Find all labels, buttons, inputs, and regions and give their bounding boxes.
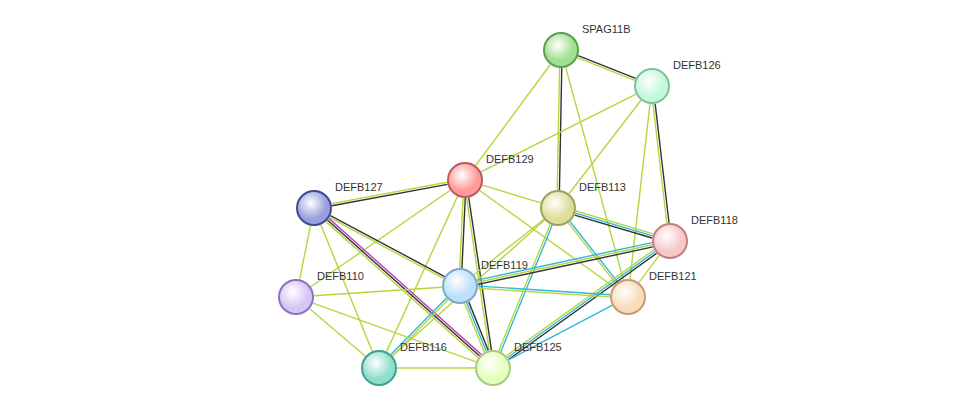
interaction-edge xyxy=(575,211,654,238)
protein-node: DEFB126 xyxy=(634,68,670,104)
node-label: DEFB121 xyxy=(649,270,697,283)
interaction-edge xyxy=(481,94,636,172)
evidence-line xyxy=(478,288,610,297)
node-label: DEFB126 xyxy=(673,59,721,72)
interaction-edge xyxy=(557,68,562,190)
evidence-line xyxy=(568,223,616,284)
interaction-edge xyxy=(568,221,617,283)
node-label: DEFB125 xyxy=(514,341,562,354)
protein-node: DEFB121 xyxy=(610,279,646,315)
protein-node: DEFB127 xyxy=(296,190,332,226)
evidence-line xyxy=(557,68,559,190)
evidence-line xyxy=(478,286,610,295)
evidence-line xyxy=(300,226,311,280)
protein-node: DEFB129 xyxy=(447,162,483,198)
evidence-line xyxy=(465,304,485,353)
evidence-line xyxy=(477,243,652,280)
evidence-line xyxy=(391,298,447,354)
interaction-edge xyxy=(506,250,656,360)
evidence-line xyxy=(575,213,652,236)
protein-node: DEFB110 xyxy=(278,279,314,315)
protein-node: SPAG11B xyxy=(543,32,579,68)
evidence-line xyxy=(578,56,636,79)
protein-node: DEFB119 xyxy=(442,268,478,304)
evidence-line xyxy=(481,94,636,172)
evidence-line xyxy=(509,253,657,359)
interaction-edge xyxy=(509,305,612,359)
interaction-edge xyxy=(326,218,481,357)
evidence-line xyxy=(310,309,366,357)
node-label: DEFB113 xyxy=(579,181,626,194)
evidence-line xyxy=(329,218,481,354)
interaction-edge xyxy=(397,368,475,369)
interaction-edge xyxy=(314,287,442,296)
interaction-edge xyxy=(478,286,610,297)
evidence-line xyxy=(569,100,641,193)
interaction-edge xyxy=(653,104,669,223)
interaction-edge xyxy=(460,198,466,268)
interaction-edge xyxy=(476,64,551,165)
protein-node: DEFB113 xyxy=(540,190,576,226)
node-label: DEFB118 xyxy=(691,214,738,227)
evidence-line xyxy=(392,220,544,356)
interaction-edge xyxy=(465,302,489,352)
evidence-line xyxy=(467,303,487,352)
interaction-edge xyxy=(321,225,372,352)
evidence-line xyxy=(575,215,652,238)
interaction-edge xyxy=(329,216,444,279)
evidence-line xyxy=(506,250,654,356)
evidence-line xyxy=(482,185,541,203)
evidence-line xyxy=(508,251,656,357)
evidence-line xyxy=(330,216,444,277)
evidence-line xyxy=(655,104,669,223)
interaction-edge xyxy=(577,56,635,81)
evidence-line xyxy=(509,305,612,359)
node-label: DEFB116 xyxy=(400,341,447,354)
evidence-line xyxy=(630,104,650,279)
node-label: DEFB119 xyxy=(481,259,528,272)
evidence-line xyxy=(577,58,635,81)
evidence-line xyxy=(478,245,653,282)
evidence-line xyxy=(653,104,667,223)
evidence-line xyxy=(313,303,476,362)
evidence-line xyxy=(469,302,489,351)
evidence-line xyxy=(460,198,463,268)
node-label: DEFB129 xyxy=(486,153,534,166)
interaction-edge xyxy=(300,226,311,280)
evidence-line xyxy=(397,367,475,368)
interaction-edge xyxy=(313,303,476,362)
interaction-edge xyxy=(391,298,448,356)
interaction-edge xyxy=(630,104,650,279)
node-label: DEFB127 xyxy=(335,181,383,194)
interaction-edge xyxy=(310,309,366,357)
evidence-line xyxy=(314,287,442,296)
evidence-line xyxy=(321,225,372,352)
interaction-edge xyxy=(569,100,641,193)
interaction-edge xyxy=(566,67,624,279)
evidence-line xyxy=(566,67,624,279)
protein-node: DEFB116 xyxy=(361,350,397,386)
interaction-edge xyxy=(392,220,544,356)
protein-node: DEFB118 xyxy=(652,223,688,259)
evidence-line xyxy=(392,300,448,356)
interaction-edge xyxy=(482,185,541,203)
node-label: SPAG11B xyxy=(582,23,631,36)
protein-node: DEFB125 xyxy=(475,350,511,386)
evidence-line xyxy=(576,211,653,234)
evidence-line xyxy=(476,64,551,165)
node-label: DEFB110 xyxy=(317,270,364,283)
